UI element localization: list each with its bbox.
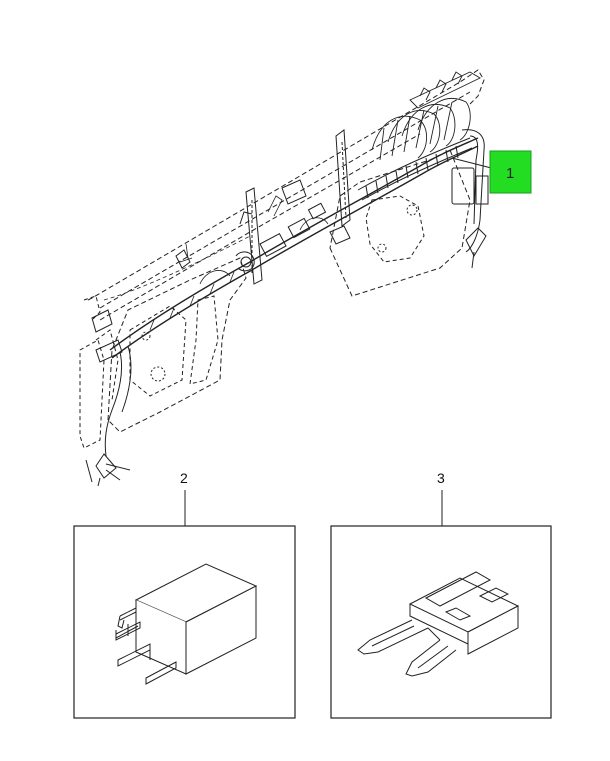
callout-3: 3 <box>437 470 445 526</box>
right-plate-cutout <box>365 195 425 263</box>
callout-3-label: 3 <box>437 470 445 486</box>
relay-panel <box>73 525 296 719</box>
callout-1-box <box>489 150 532 194</box>
right-plate <box>329 149 471 297</box>
right-plate-hole <box>406 204 418 216</box>
fuse-illustration <box>357 571 520 677</box>
callout-1-highlight[interactable]: 1 <box>489 150 532 194</box>
fuse-panel <box>330 525 552 719</box>
wire-bundle-top <box>371 71 481 161</box>
brace-2 <box>335 129 351 227</box>
callout-2: 2 <box>180 470 188 526</box>
callout-2-label: 2 <box>180 470 188 486</box>
brace-1 <box>245 187 263 285</box>
relay-panel-frame <box>73 525 296 719</box>
dashboard-harness-assembly <box>79 69 489 487</box>
left-bracket <box>79 339 105 449</box>
fuse-panel-frame <box>330 525 552 719</box>
trunk-details <box>103 195 329 331</box>
left-plate <box>107 257 247 433</box>
fuse-blade-right <box>405 639 457 677</box>
harness-conduit <box>357 137 473 201</box>
panel-outline-lower <box>99 133 421 321</box>
harness-trunk <box>109 137 479 351</box>
relay-illustration <box>115 563 258 685</box>
panel-outline-top <box>87 69 485 301</box>
left-plate-cutout <box>129 305 187 397</box>
fuse-blade-left <box>357 619 429 655</box>
panel-outline-inner <box>99 91 471 309</box>
lower-left-branch <box>85 309 132 487</box>
right-connector-drop <box>451 129 489 269</box>
center-connectors <box>175 179 351 272</box>
callout-1-label: 1 <box>506 165 514 182</box>
relay-pin <box>119 607 137 621</box>
